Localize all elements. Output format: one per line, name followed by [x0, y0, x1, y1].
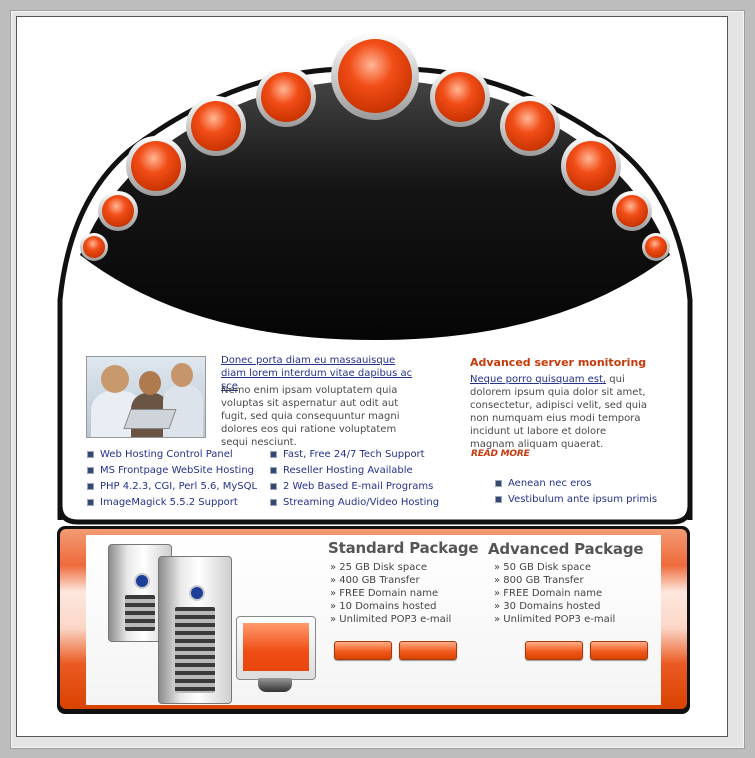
nav-orb-10[interactable]	[612, 191, 652, 231]
square-bullet-icon	[87, 451, 94, 458]
square-bullet-icon	[495, 480, 502, 487]
standard-package-title: Standard Package	[328, 539, 479, 557]
standard-package-button-2[interactable]	[399, 641, 457, 660]
panel-bottom-edge	[57, 504, 693, 525]
advanced-monitoring-title: Advanced server monitoring	[470, 356, 647, 369]
dome-header	[57, 32, 693, 525]
features-list-2: Fast, Free 24/7 Tech Support Reseller Ho…	[270, 447, 439, 511]
read-more-link[interactable]: READ MORE	[471, 449, 530, 459]
list-item[interactable]: Vestibulum ante ipsum primis	[495, 492, 657, 508]
advanced-monitoring-body: Neque porro quisquam est, qui dolorem ip…	[470, 373, 650, 451]
list-item: » FREE Domain name	[330, 588, 439, 599]
advanced-monitoring-link[interactable]: Neque porro quisquam est,	[470, 374, 607, 385]
list-item: » Unlimited POP3 e-mail	[330, 614, 452, 625]
square-bullet-icon	[270, 499, 277, 506]
advanced-package-button-1[interactable]	[525, 641, 583, 660]
list-item: » 10 Domains hosted	[330, 601, 437, 612]
list-item[interactable]: Web Hosting Control Panel	[87, 447, 257, 463]
list-item: » 50 GB Disk space	[494, 562, 591, 573]
square-bullet-icon	[270, 483, 277, 490]
monitor-icon	[236, 616, 316, 680]
advanced-monitoring-text: qui dolorem ipsum quia dolor sit amet, c…	[470, 374, 648, 450]
nav-orb-2[interactable]	[98, 191, 138, 231]
laptop-icon	[123, 409, 177, 429]
list-item[interactable]: PHP 4.2.3, CGI, Perl 5.6, MySQL	[87, 479, 257, 495]
list-item[interactable]: MS Frontpage WebSite Hosting	[87, 463, 257, 479]
news-body: Nemo enim ipsam voluptatem quia voluptas…	[221, 385, 400, 448]
square-bullet-icon	[270, 467, 277, 474]
list-item: » 30 Domains hosted	[494, 601, 601, 612]
advanced-package-features: » 50 GB Disk space » 800 GB Transfer » F…	[494, 561, 615, 626]
nav-orbs	[80, 32, 670, 261]
server-tower-icon	[158, 556, 232, 704]
nav-orb-3[interactable]	[126, 136, 186, 196]
nav-orb-4[interactable]	[186, 96, 246, 156]
news-headline-link[interactable]: Donec porta diam eu massauisque diam lor…	[221, 355, 413, 392]
square-bullet-icon	[270, 451, 277, 458]
list-item[interactable]: Aenean nec eros	[495, 476, 657, 492]
list-item[interactable]: Streaming Audio/Video Hosting	[270, 495, 439, 511]
nav-orb-7[interactable]	[430, 67, 490, 127]
features-list-3: Aenean nec eros Vestibulum ante ipsum pr…	[495, 476, 657, 508]
nav-orb-11[interactable]	[642, 233, 670, 261]
monitor-stand	[258, 678, 292, 692]
nav-orb-9[interactable]	[561, 136, 621, 196]
features-list-1: Web Hosting Control Panel MS Frontpage W…	[87, 447, 257, 511]
list-item: » 800 GB Transfer	[494, 575, 584, 586]
list-item: » FREE Domain name	[494, 588, 603, 599]
square-bullet-icon	[87, 467, 94, 474]
team-photo	[86, 356, 206, 438]
nav-orb-1[interactable]	[80, 233, 108, 261]
square-bullet-icon	[87, 499, 94, 506]
standard-package-features: » 25 GB Disk space » 400 GB Transfer » F…	[330, 561, 451, 626]
list-item: » 400 GB Transfer	[330, 575, 420, 586]
list-item[interactable]: 2 Web Based E-mail Programs	[270, 479, 439, 495]
list-item: » 25 GB Disk space	[330, 562, 427, 573]
square-bullet-icon	[495, 496, 502, 503]
list-item[interactable]: Fast, Free 24/7 Tech Support	[270, 447, 439, 463]
nav-orb-5[interactable]	[256, 67, 316, 127]
nav-orb-6[interactable]	[331, 32, 419, 120]
advanced-package-button-2[interactable]	[590, 641, 648, 660]
list-item: » Unlimited POP3 e-mail	[494, 614, 616, 625]
list-item[interactable]: Reseller Hosting Available	[270, 463, 439, 479]
nav-orb-8[interactable]	[500, 96, 560, 156]
standard-package-button-1[interactable]	[334, 641, 392, 660]
advanced-package-title: Advanced Package	[488, 540, 644, 558]
list-item[interactable]: ImageMagick 5.5.2 Support	[87, 495, 257, 511]
square-bullet-icon	[87, 483, 94, 490]
